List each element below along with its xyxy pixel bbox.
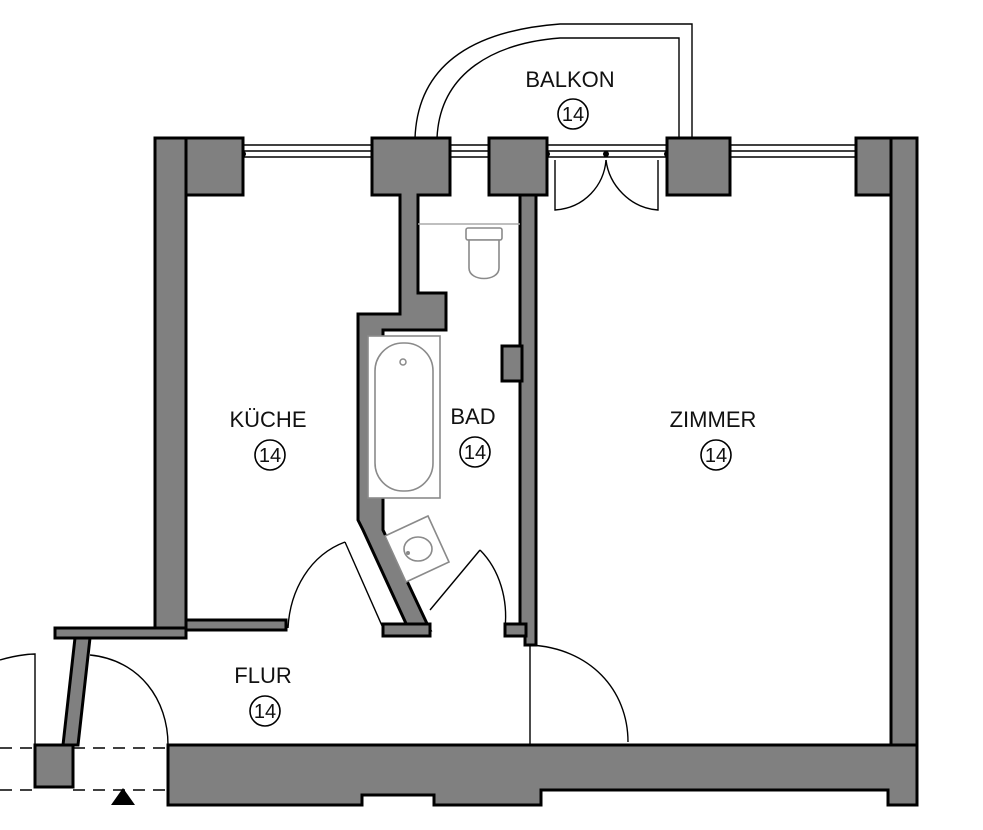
walls bbox=[33, 136, 919, 807]
window-strips bbox=[240, 144, 856, 158]
bathtub-icon bbox=[367, 335, 441, 499]
room-label-zimmer: ZIMMER 14 bbox=[670, 407, 757, 471]
door-swings bbox=[0, 159, 659, 805]
bath-fixtures bbox=[367, 223, 520, 584]
balcony-outline bbox=[414, 23, 693, 139]
room-number-zimmer: 14 bbox=[705, 445, 727, 467]
room-label-kueche: KÜCHE 14 bbox=[229, 407, 307, 471]
room-label-balkon: BALKON 14 bbox=[525, 67, 615, 130]
room-number-flur: 14 bbox=[254, 701, 276, 723]
room-number-bad: 14 bbox=[464, 442, 486, 464]
room-name-flur: FLUR bbox=[234, 663, 291, 688]
sink-icon bbox=[383, 514, 451, 584]
room-name-balkon: BALKON bbox=[525, 67, 614, 92]
room-name-zimmer: ZIMMER bbox=[670, 407, 757, 432]
room-name-kueche: KÜCHE bbox=[229, 407, 306, 432]
room-label-bad: BAD 14 bbox=[450, 404, 496, 468]
toilet-icon bbox=[465, 227, 503, 280]
room-name-bad: BAD bbox=[450, 404, 495, 429]
room-number-kueche: 14 bbox=[259, 445, 281, 467]
room-label-flur: FLUR 14 bbox=[234, 663, 292, 727]
room-number-balkon: 14 bbox=[562, 104, 584, 126]
